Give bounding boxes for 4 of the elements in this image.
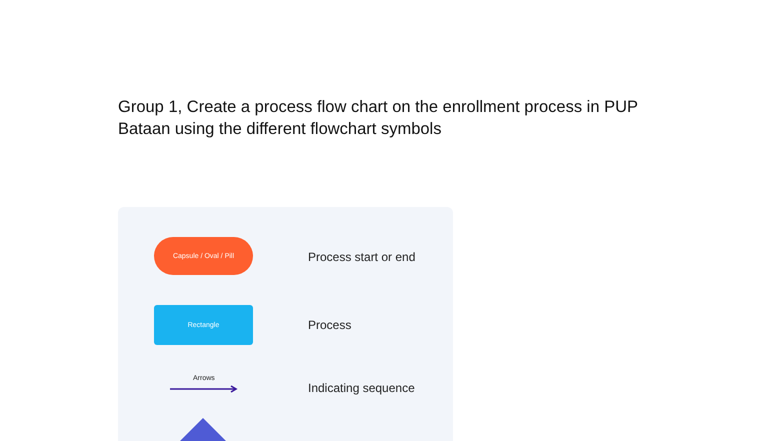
symbol-description: Process start or end [308,250,416,264]
heading-text: Group 1, Create a process flow chart on the enrollment process in PUP Bataan using the different flowchart symbols [118,97,639,140]
symbol-description: Process [308,318,352,332]
symbol-description: Indicating sequence [308,381,415,395]
